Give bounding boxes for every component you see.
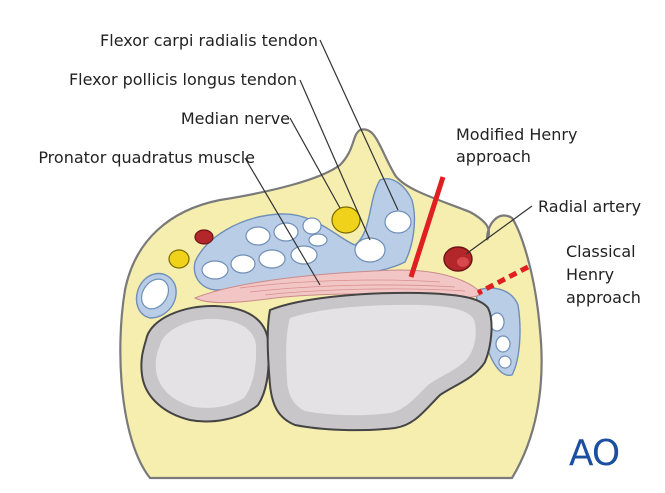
leader-radial-artery	[465, 205, 533, 255]
label-modified-henry-line2: approach	[456, 147, 531, 166]
label-flexor-carpi-radialis: Flexor carpi radialis tendon	[100, 31, 318, 50]
flexor-tendon	[273, 222, 299, 242]
classical-henry-approach-line	[476, 264, 530, 296]
leader-fpl	[299, 79, 371, 241]
label-median-nerve: Median nerve	[181, 109, 290, 128]
ulnar-artery	[194, 229, 214, 245]
label-classical-henry-line3: approach	[566, 288, 641, 307]
label-flexor-pollicis-longus: Flexor pollicis longus tendon	[69, 70, 297, 89]
leader-fcr	[319, 39, 399, 211]
flexor-tendon	[258, 249, 286, 269]
flexor-tendon	[201, 260, 229, 280]
label-classical-henry-line1: Classical	[566, 242, 636, 261]
flexor-tendon	[308, 233, 328, 247]
radial-artery-highlight	[457, 257, 469, 267]
flexor-tendon	[302, 217, 322, 235]
leader-median	[289, 117, 341, 209]
leader-pq	[244, 157, 321, 286]
label-radial-artery: Radial artery	[538, 197, 641, 216]
radial-tendon	[495, 335, 511, 353]
radius-bone-inner	[286, 304, 476, 416]
radial-tendon	[498, 355, 512, 369]
median-nerve	[331, 206, 361, 234]
label-modified-henry-line1: Modified Henry	[456, 125, 577, 144]
ulna-bone-inner	[155, 318, 257, 408]
flexor-tendon	[230, 254, 256, 274]
flexor-pollicis-longus-tendon	[354, 237, 386, 263]
flexor-tendon	[245, 226, 271, 246]
flexor-tendon	[290, 245, 318, 265]
flexor-tendon	[140, 278, 170, 310]
ao-logo: AO	[569, 433, 619, 474]
ulnar-nerve	[168, 249, 190, 269]
modified-henry-approach-line	[408, 176, 446, 278]
label-classical-henry-line2: Henry	[566, 265, 614, 284]
label-pronator-quadratus: Pronator quadratus muscle	[38, 148, 255, 167]
muscle-striations	[239, 279, 466, 296]
flexor-carpi-radialis-tendon	[384, 210, 412, 234]
